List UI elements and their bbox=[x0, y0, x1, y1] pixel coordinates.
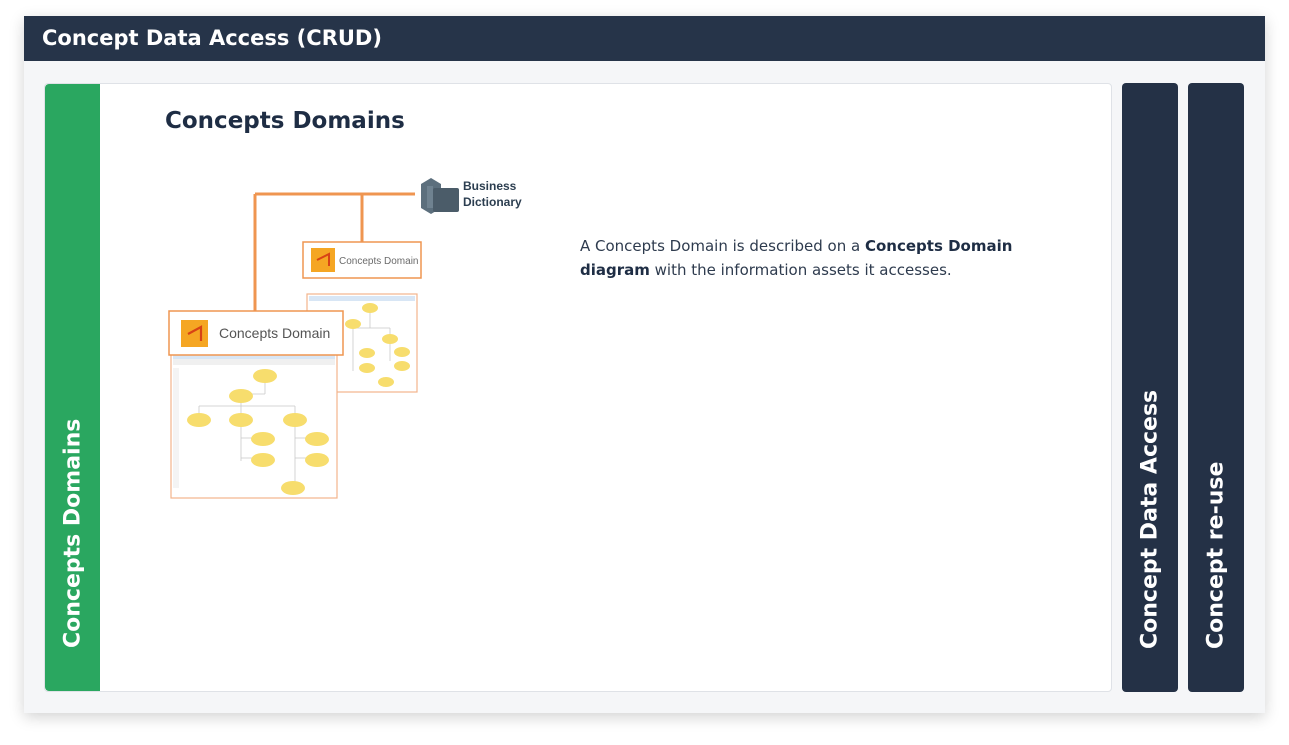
content-panel: Concepts Domains Concepts Domains Busine… bbox=[44, 83, 1112, 692]
tab-concepts-domains[interactable]: Concepts Domains bbox=[45, 84, 100, 691]
concepts-domain-card-small bbox=[302, 241, 422, 279]
description-part2: with the information assets it accesses. bbox=[649, 261, 952, 279]
tab-concept-data-access-label: Concept Data Access bbox=[1137, 389, 1163, 649]
business-dictionary-icon bbox=[421, 178, 459, 214]
window-title: Concept Data Access (CRUD) bbox=[24, 16, 1265, 61]
concepts-domain-diagram: Business Dictionary bbox=[168, 178, 522, 499]
concepts-domain-card-small-label: Concepts Domain bbox=[339, 256, 418, 267]
description-bold: Concepts Domain diagram bbox=[580, 237, 1013, 279]
large-diagram-thumbnail bbox=[170, 351, 338, 499]
content-title: Concepts Domains bbox=[165, 108, 405, 134]
description-text: A Concepts Domain is described on a Conc… bbox=[580, 234, 1050, 282]
concept-data-access-window: Concept Data Access (CRUD) Concepts Doma… bbox=[24, 16, 1265, 713]
business-dictionary-label-1: Business bbox=[463, 179, 517, 193]
tab-concept-re-use-label: Concept re-use bbox=[1203, 461, 1229, 649]
connector-lines bbox=[253, 192, 415, 314]
concepts-domain-card-large bbox=[168, 310, 344, 356]
concepts-domain-card-large-label: Concepts Domain bbox=[219, 325, 330, 341]
tab-concept-data-access[interactable]: Concept Data Access bbox=[1122, 83, 1178, 692]
tab-concepts-domains-label: Concepts Domains bbox=[60, 418, 85, 648]
description-part1: A Concepts Domain is described on a bbox=[580, 237, 865, 255]
tab-concept-re-use[interactable]: Concept re-use bbox=[1188, 83, 1244, 692]
business-dictionary-label-2: Dictionary bbox=[463, 195, 522, 209]
